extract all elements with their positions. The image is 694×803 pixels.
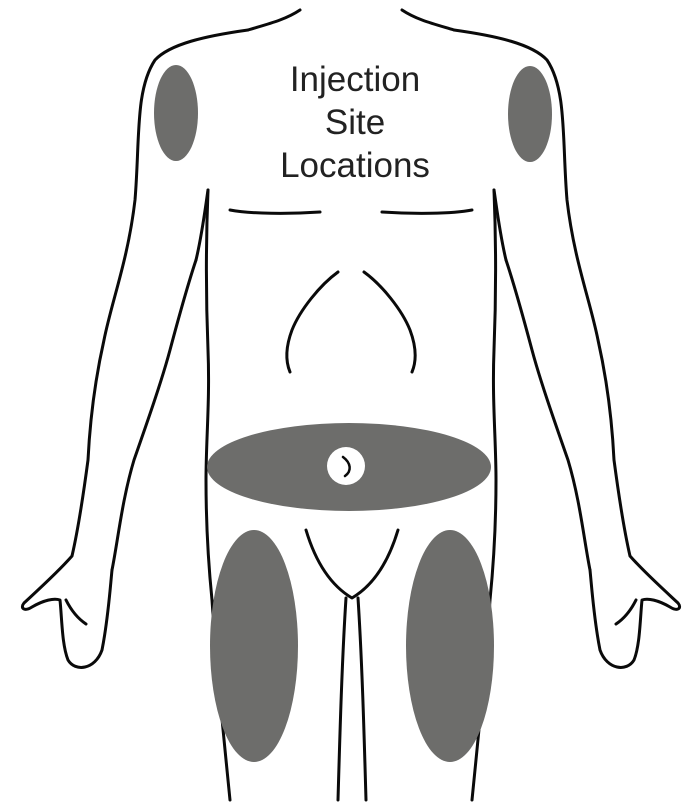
neck-left-line (248, 10, 300, 30)
navel (327, 447, 365, 485)
left-inner-arm (112, 260, 196, 570)
left-forearm-line (66, 600, 86, 624)
left-thigh-site[interactable] (210, 530, 298, 762)
right-thigh-site[interactable] (406, 530, 494, 762)
chest-line-right (382, 210, 472, 213)
right-upper-arm-site[interactable] (508, 66, 552, 162)
neck-right-line (402, 10, 454, 30)
groin-line (306, 530, 398, 598)
left-upper-arm-site[interactable] (154, 65, 198, 161)
chest-line-left (230, 210, 320, 213)
right-inner-arm (506, 260, 590, 570)
left-shoulder-outer-arm (22, 30, 248, 667)
right-forearm-line (616, 600, 636, 624)
navel-circle (327, 447, 365, 485)
title-line-3: Locations (255, 144, 455, 187)
abdomen-arc-left (287, 272, 338, 372)
right-shoulder-outer-arm (454, 30, 680, 667)
diagram-title: Injection Site Locations (255, 58, 455, 187)
abdomen-arc-right (364, 272, 415, 372)
title-line-1: Injection (255, 58, 455, 101)
inner-leg-right (358, 598, 366, 800)
inner-leg-left (338, 598, 346, 800)
title-line-2: Site (255, 101, 455, 144)
